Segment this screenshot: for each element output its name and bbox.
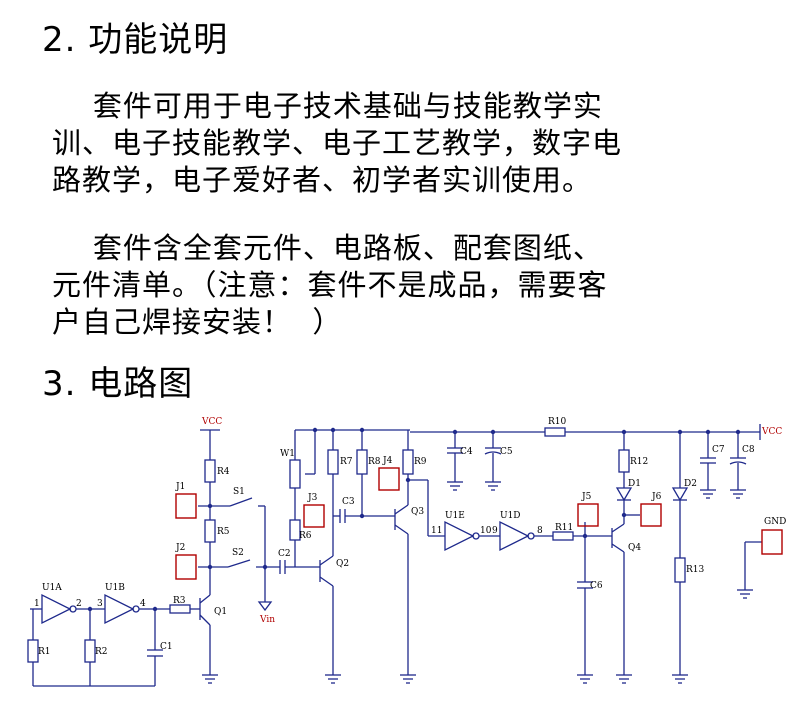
label-r3: R3	[173, 596, 186, 606]
j6-pad	[640, 503, 662, 527]
label-pin8: 8	[537, 526, 543, 536]
label-c7: C7	[712, 445, 725, 455]
para1-line-2: 训、电子技能教学、电子工艺教学，数字电	[52, 126, 623, 160]
label-gnd: GND	[764, 517, 786, 527]
label-r5: R5	[217, 527, 230, 537]
label-pin10: 10	[480, 526, 492, 536]
j5-pad	[577, 503, 599, 527]
label-pin11: 11	[431, 526, 442, 536]
label-vin: Vin	[259, 615, 275, 625]
label-pin2: 2	[76, 599, 82, 609]
circuit-schematic: VCC VCC GND Vin U1A U1B U1E U1D R1 R2 R3…	[27, 417, 786, 687]
label-r12: R12	[630, 457, 648, 467]
description-paragraph-2: 套件含全套元件、电路板、配套图纸、 元件清单。（注意：套件不是成品，需要客 户自…	[52, 230, 608, 341]
label-pin1: 1	[34, 599, 40, 609]
label-c2: C2	[278, 549, 291, 559]
label-pin9: 9	[492, 526, 498, 536]
label-c8: C8	[742, 445, 755, 455]
label-w1: W1	[280, 449, 295, 459]
label-j5: J5	[581, 492, 592, 502]
label-r8: R8	[368, 457, 381, 467]
label-c6: C6	[590, 581, 603, 591]
j4-pad	[378, 467, 400, 491]
label-r1: R1	[38, 647, 51, 657]
j1-pad	[175, 493, 197, 519]
label-r4: R4	[217, 467, 230, 477]
label-q2: Q2	[336, 559, 349, 569]
label-j1: J1	[175, 482, 185, 492]
label-r2: R2	[95, 647, 108, 657]
section-2-heading: 2. 功能说明	[42, 20, 229, 60]
label-d2: D2	[684, 479, 697, 489]
label-r10: R10	[548, 417, 567, 427]
label-r13: R13	[686, 565, 705, 575]
label-c5: C5	[500, 447, 513, 457]
j2-pad	[175, 554, 197, 580]
label-c4: C4	[460, 447, 473, 457]
label-pin3: 3	[97, 599, 103, 609]
label-r6: R6	[299, 531, 312, 541]
label-q1: Q1	[214, 607, 227, 617]
label-u1b: U1B	[105, 583, 125, 593]
schematic-labels: VCC VCC GND Vin U1A U1B U1E U1D R1 R2 R3…	[34, 417, 786, 657]
label-c3: C3	[342, 497, 355, 507]
label-r11: R11	[555, 523, 573, 533]
label-j6: J6	[651, 492, 662, 502]
para2-line-2: 元件清单。（注意：套件不是成品，需要客	[52, 268, 608, 302]
label-vcc-right: VCC	[761, 427, 782, 437]
label-vcc-left: VCC	[201, 417, 222, 427]
label-d1: D1	[628, 479, 641, 489]
connector-pads	[175, 467, 783, 580]
label-s1: S1	[233, 487, 245, 497]
label-r9: R9	[414, 457, 427, 467]
label-u1a: U1A	[42, 583, 62, 593]
label-q3: Q3	[411, 507, 424, 517]
label-r7: R7	[340, 457, 353, 467]
label-j4: J4	[382, 456, 393, 466]
label-s2: S2	[232, 548, 244, 558]
label-j2: J2	[175, 543, 185, 553]
label-u1e: U1E	[445, 511, 465, 521]
description-paragraph-1: 套件可用于电子技术基础与技能教学实 训、电子技能教学、电子工艺教学，数字电 路教…	[52, 88, 622, 199]
label-pin4: 4	[140, 599, 146, 609]
para1-line-1: 套件可用于电子技术基础与技能教学实	[52, 89, 603, 123]
label-c1: C1	[160, 642, 173, 652]
label-q4: Q4	[628, 543, 641, 553]
label-u1d: U1D	[500, 511, 521, 521]
label-j3: J3	[307, 493, 318, 503]
section-3-heading: 3. 电路图	[42, 364, 194, 404]
schematic-wiring	[27, 424, 762, 687]
para1-line-3: 路教学，电子爱好者、初学者实训使用。	[52, 163, 593, 197]
schematic-junction-dots	[87, 427, 741, 612]
j3-pad	[303, 504, 325, 528]
para2-line-3: 户自己焊接安装！ ）	[52, 305, 343, 339]
gnd-pad	[761, 529, 783, 555]
para2-line-1: 套件含全套元件、电路板、配套图纸、	[52, 231, 603, 265]
